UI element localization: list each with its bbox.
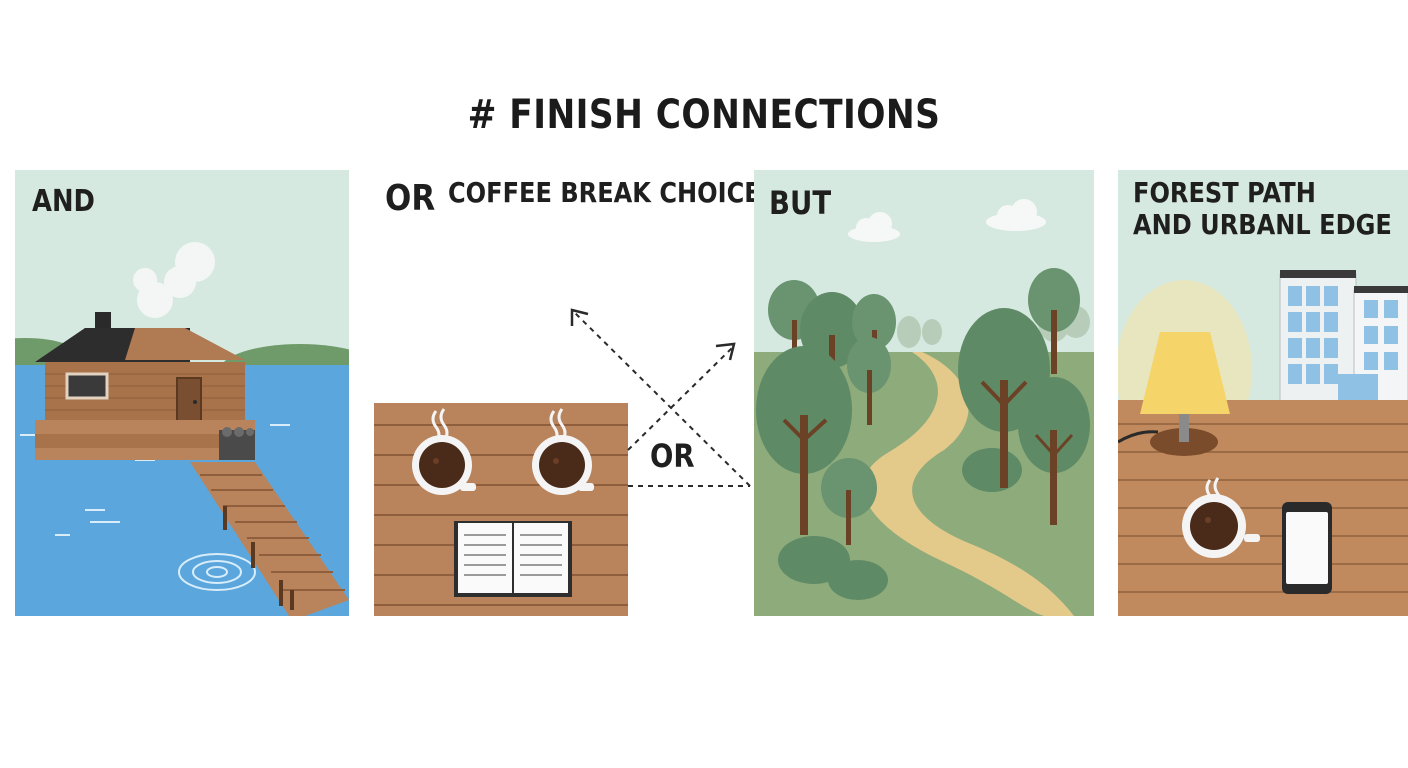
tree-icon <box>756 346 852 535</box>
panel-and: AND <box>15 170 349 616</box>
sauna-lake-scene <box>15 170 349 616</box>
panel-urban: FOREST PATH AND URBANL EDGE <box>1118 170 1408 616</box>
sauna-cabin-icon <box>35 312 255 460</box>
table-lamp-icon <box>1118 332 1230 456</box>
coffee-cup-icon <box>532 408 594 495</box>
cloud-icon <box>848 212 900 242</box>
center-or-label: OR <box>650 437 695 475</box>
panel-and-label: AND <box>32 184 95 219</box>
panel-coffee-caption: COFFEE BREAK CHOICES <box>448 176 779 209</box>
pier-icon <box>190 462 349 616</box>
tree-icon <box>821 458 877 545</box>
cloud-icon <box>986 199 1046 231</box>
panel-coffee-table <box>374 403 628 616</box>
coffee-cup-icon <box>412 408 476 495</box>
dashed-arrow-icon <box>570 308 751 487</box>
steam-cloud-icon <box>133 242 215 318</box>
building-icon <box>1279 270 1408 403</box>
panel-coffee-or-label: OR <box>385 178 436 219</box>
urban-desk-scene <box>1118 170 1408 616</box>
coffee-cup-icon <box>1182 477 1260 558</box>
panel-urban-label-line1: FOREST PATH <box>1133 176 1316 209</box>
path-icon <box>863 352 1074 616</box>
tree-icon <box>847 337 891 425</box>
smartphone-icon <box>1282 502 1332 594</box>
panel-but-label: BUT <box>769 184 832 222</box>
tree-icon <box>1018 377 1090 525</box>
panel-urban-label-line2: AND URBANL EDGE <box>1133 208 1392 241</box>
forest-path-scene <box>754 170 1094 616</box>
open-book-icon <box>454 521 572 597</box>
water-ripple-icon <box>178 553 256 591</box>
tree-icon <box>1028 268 1080 374</box>
coffee-table-scene <box>374 403 628 616</box>
page-title: # FINISH CONNECTIONS <box>467 92 941 138</box>
panel-but: BUT <box>754 170 1094 616</box>
